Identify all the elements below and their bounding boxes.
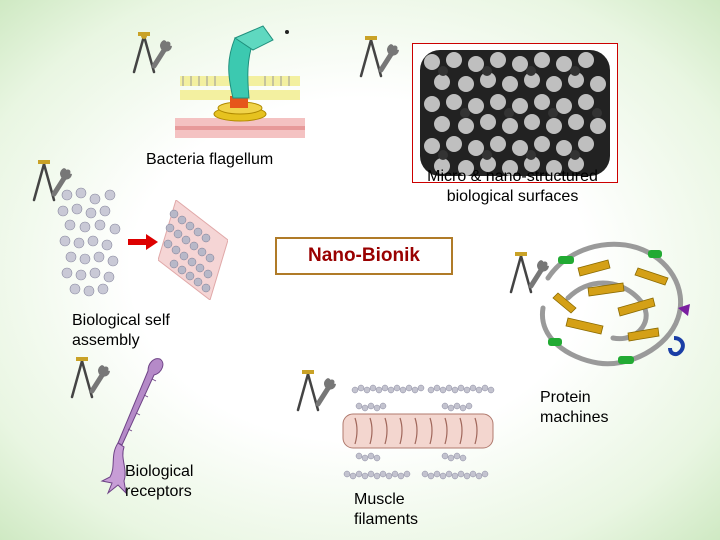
compass-wrench-icon bbox=[70, 357, 110, 399]
label-self-assembly: Biological self assembly bbox=[72, 312, 170, 349]
muscle-filaments-illustration bbox=[342, 384, 495, 480]
label-micro-nano-surfaces: Micro & nano-structured biological surfa… bbox=[427, 168, 598, 205]
bacteria-flagellum-illustration bbox=[175, 25, 305, 138]
label-muscle-filaments: Muscle filaments bbox=[354, 491, 419, 528]
center-title-box: Nano-Bionik bbox=[275, 237, 453, 275]
compass-wrench-icon bbox=[509, 252, 549, 294]
ordered-assembly-illustration bbox=[158, 200, 228, 300]
loose-particles-illustration bbox=[57, 187, 121, 297]
compass-wrench-icon bbox=[32, 160, 72, 202]
label-protein-machines: Protein machines bbox=[540, 389, 609, 426]
label-bacteria-flagellum: Bacteria flagellum bbox=[146, 151, 274, 168]
center-title: Nano-Bionik bbox=[308, 245, 420, 266]
compass-wrench-icon bbox=[359, 36, 399, 78]
compass-wrench-icon bbox=[296, 370, 336, 412]
micro-nano-surface-image bbox=[420, 50, 610, 176]
compass-wrench-icon bbox=[132, 32, 172, 74]
label-biological-receptors: Biological receptors bbox=[125, 463, 194, 500]
protein-machine-illustration bbox=[540, 241, 690, 367]
biological-receptor-illustration bbox=[100, 358, 164, 495]
arrow-right-icon bbox=[128, 234, 158, 250]
